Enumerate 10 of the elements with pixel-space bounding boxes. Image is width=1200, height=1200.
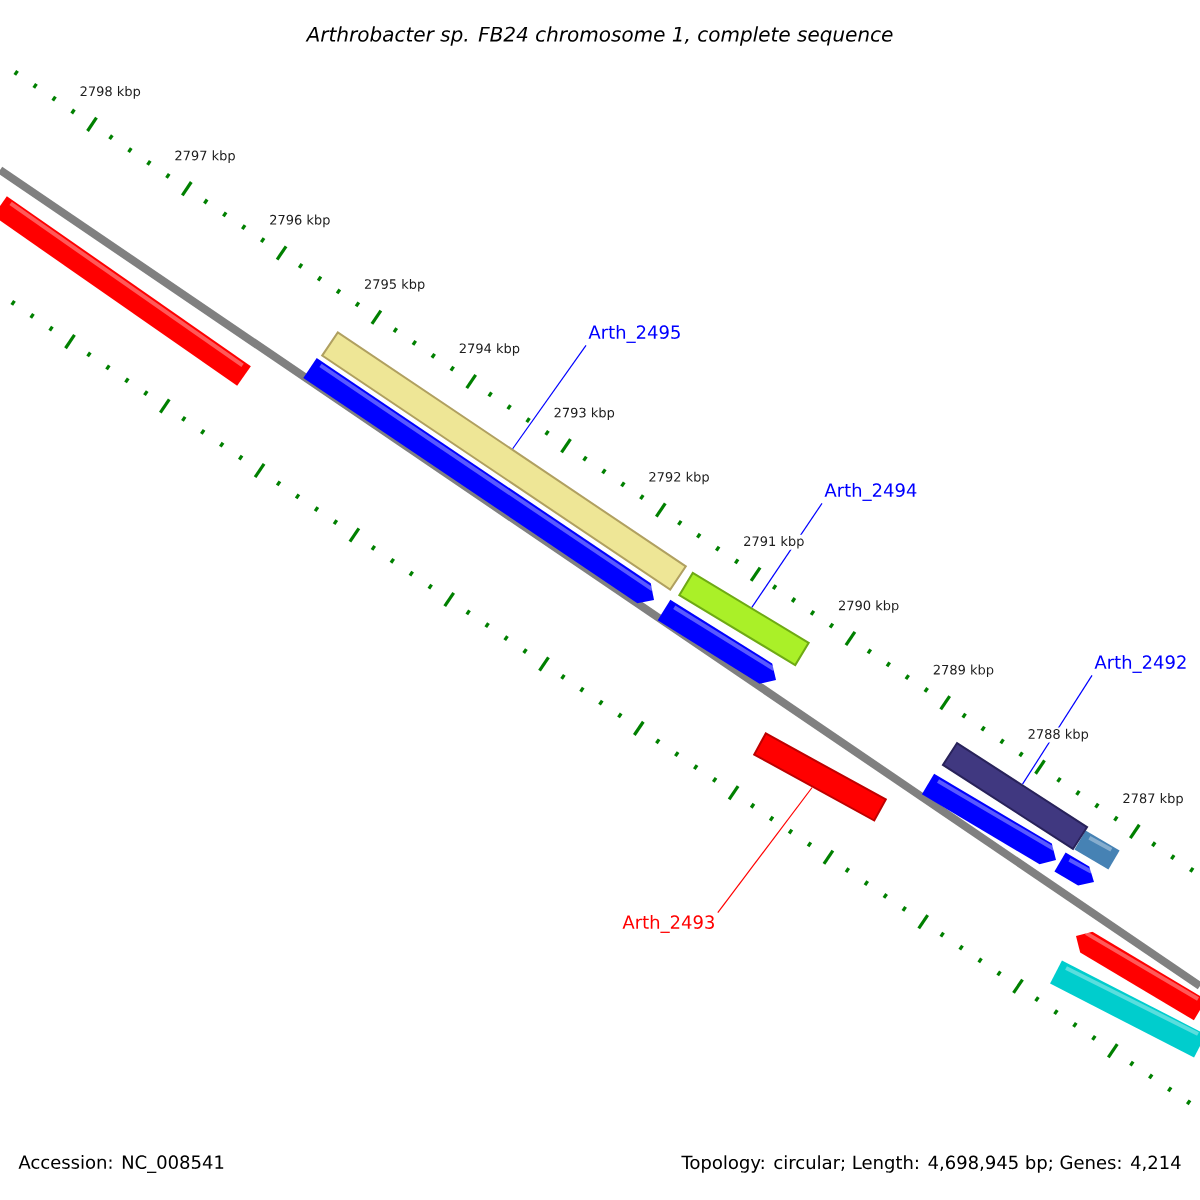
gene-label: Arth_2494 [824,483,917,501]
gene-label: Arth_2492 [1094,655,1186,673]
leader-line [1021,674,1093,785]
footer-text: Topology: circular; Length: 4,698,945 bp; Genes: 4,214 [681,1155,1181,1173]
footer-text: Accession: NC_008541 [18,1155,224,1173]
gene-label: Arth_2493 [622,915,714,933]
gene-label: Arth_2495 [588,325,680,343]
leader-line [512,344,587,450]
leader-line [717,786,813,914]
title: Arthrobacter sp. FB24 chromosome 1, complete sequence [305,26,893,46]
